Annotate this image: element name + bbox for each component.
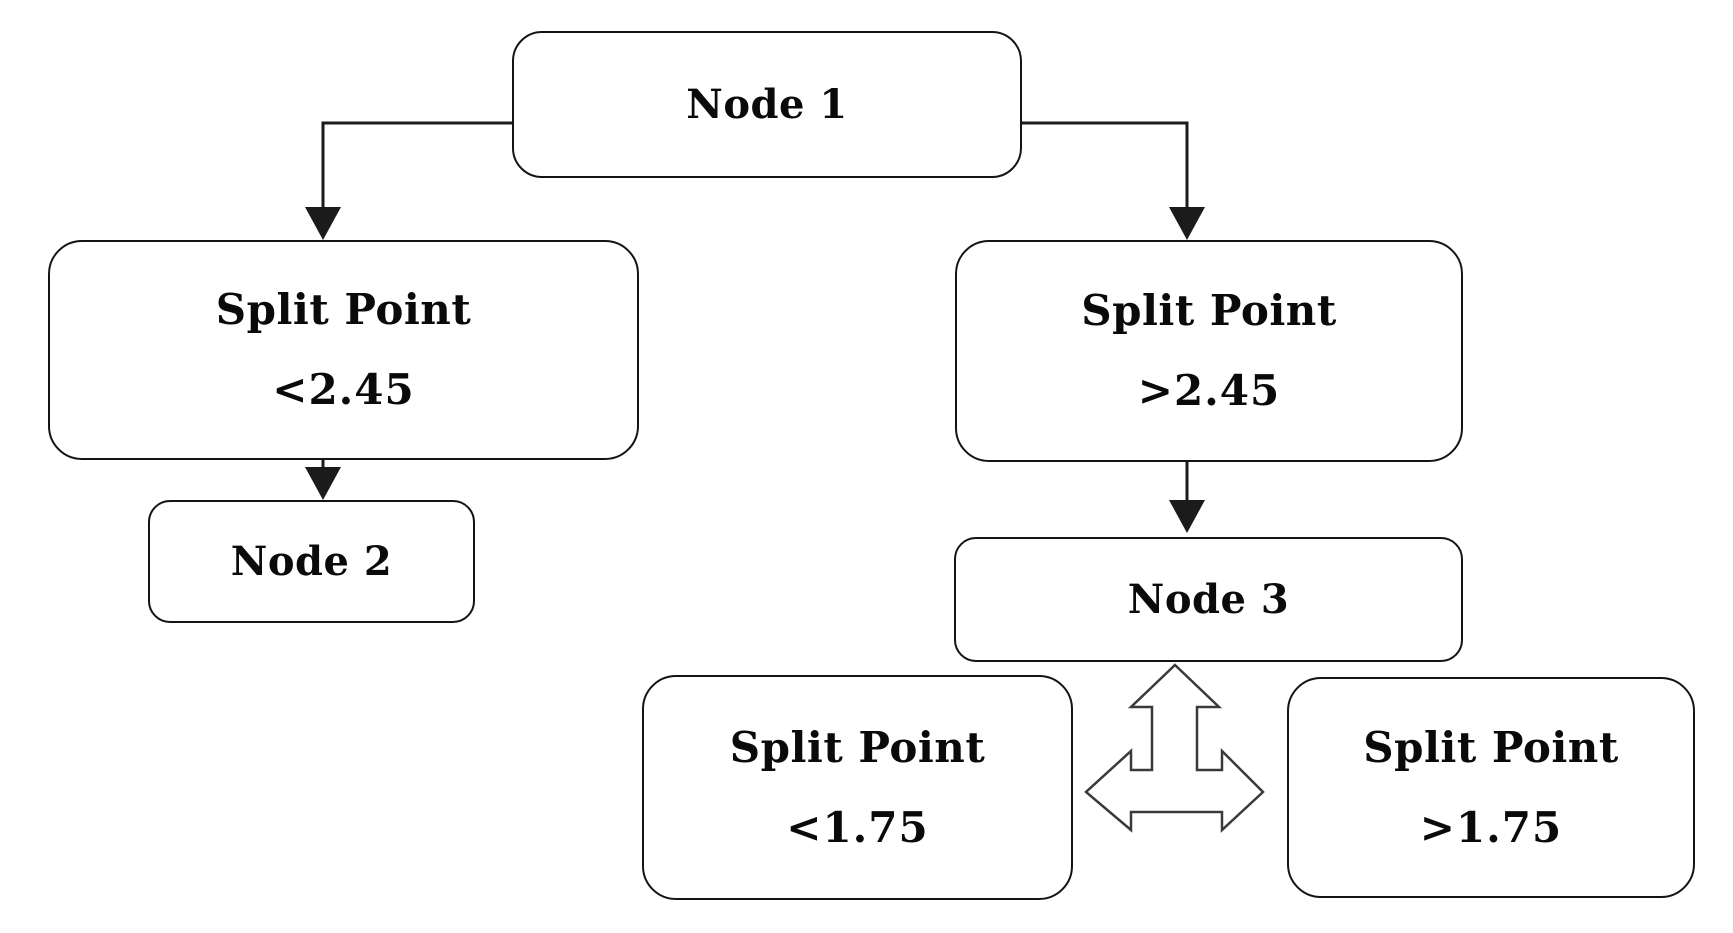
split-point-gt-2-45-title: Split Point: [1081, 286, 1337, 335]
node3-box: Node 3: [954, 537, 1463, 662]
split-point-gt-1-75-value: >1.75: [1419, 802, 1563, 852]
split-point-gt-1-75-box: Split Point >1.75: [1287, 677, 1695, 898]
split-point-gt-2-45-value: >2.45: [1137, 366, 1281, 415]
edge-split-left-to-node2: [305, 460, 341, 500]
node3-label: Node 3: [1127, 576, 1290, 623]
split-point-lt-2-45-value: <2.45: [272, 365, 415, 414]
split-point-lt-1-75-title: Split Point: [729, 722, 986, 772]
split-point-gt-1-75-title: Split Point: [1363, 722, 1619, 772]
arrowhead-down-icon: [1169, 207, 1205, 240]
arrowhead-down-icon: [1169, 500, 1205, 533]
node1-box: Node 1: [512, 31, 1022, 178]
split-point-lt-2-45-box: Split Point <2.45: [48, 240, 639, 460]
node1-label: Node 1: [686, 81, 848, 128]
three-way-arrow-icon: [1084, 663, 1265, 833]
split-point-lt-2-45-title: Split Point: [215, 285, 472, 334]
arrowhead-down-icon: [305, 207, 341, 240]
edge-node1-to-split-left: [305, 121, 512, 240]
edge-node1-to-split-right: [1022, 121, 1205, 240]
arrowhead-down-icon: [305, 467, 341, 500]
node2-box: Node 2: [148, 500, 475, 623]
edge-split-right-to-node3: [1169, 462, 1205, 533]
split-point-lt-1-75-value: <1.75: [786, 802, 929, 852]
node2-label: Node 2: [230, 538, 393, 585]
split-point-gt-2-45-box: Split Point >2.45: [955, 240, 1463, 462]
split-point-lt-1-75-box: Split Point <1.75: [642, 675, 1073, 900]
